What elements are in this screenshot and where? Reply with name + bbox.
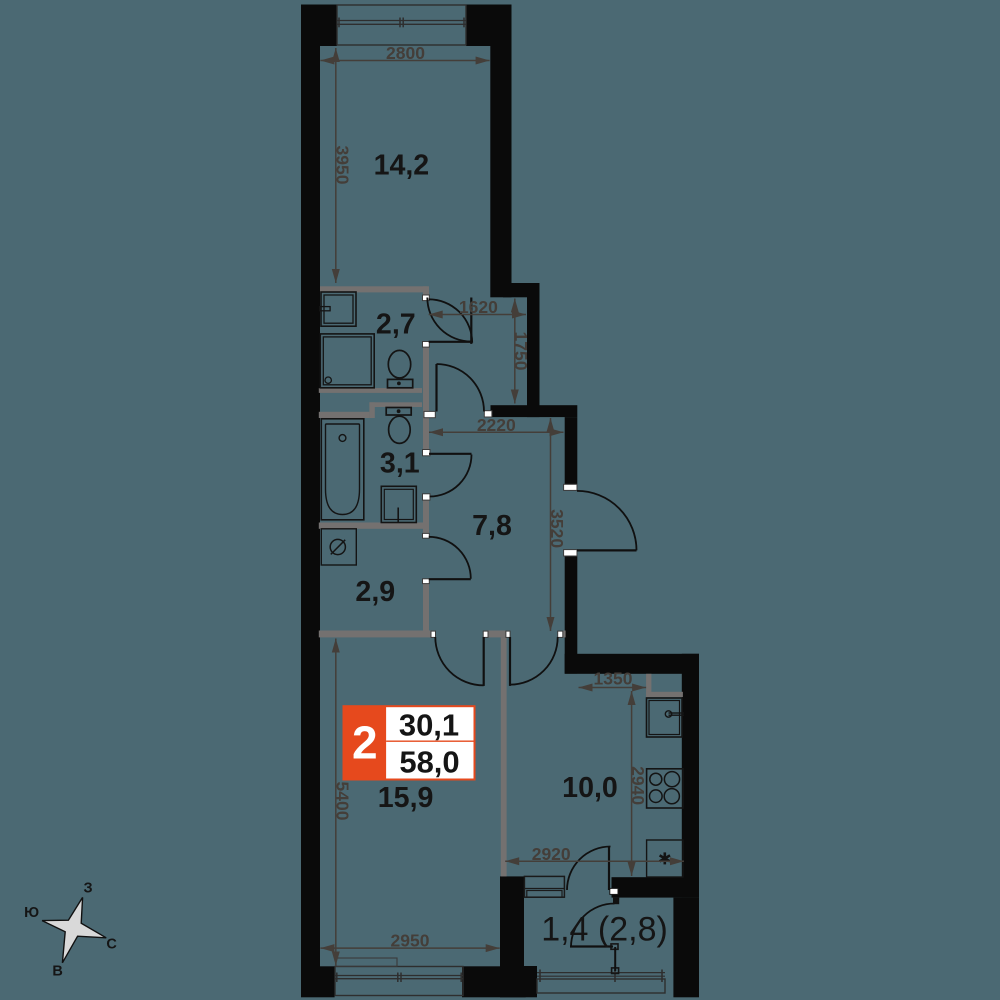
- svg-text:3,1: 3,1: [380, 448, 420, 480]
- svg-text:5400: 5400: [332, 782, 352, 821]
- svg-text:14,2: 14,2: [374, 150, 430, 182]
- svg-text:1,4 (2,8): 1,4 (2,8): [541, 911, 668, 949]
- svg-text:2220: 2220: [477, 415, 516, 435]
- svg-text:2,9: 2,9: [355, 576, 395, 608]
- svg-text:3520: 3520: [547, 509, 567, 548]
- svg-text:58,0: 58,0: [399, 745, 459, 780]
- svg-text:2,7: 2,7: [376, 309, 416, 341]
- svg-text:1750: 1750: [511, 332, 531, 371]
- svg-text:С: С: [106, 936, 117, 952]
- svg-text:30,1: 30,1: [399, 707, 459, 742]
- svg-text:2920: 2920: [532, 844, 571, 864]
- svg-text:2: 2: [352, 717, 378, 769]
- svg-text:3950: 3950: [332, 146, 352, 185]
- svg-text:З: З: [83, 880, 92, 896]
- svg-text:2950: 2950: [391, 931, 430, 951]
- svg-text:2800: 2800: [386, 43, 425, 63]
- svg-text:15,9: 15,9: [378, 782, 434, 814]
- svg-text:1620: 1620: [459, 297, 498, 317]
- svg-text:7,8: 7,8: [472, 510, 512, 542]
- svg-text:Ю: Ю: [24, 905, 39, 921]
- svg-text:10,0: 10,0: [562, 772, 618, 804]
- svg-text:1350: 1350: [594, 669, 633, 689]
- svg-text:2940: 2940: [628, 766, 648, 805]
- svg-text:В: В: [52, 964, 62, 980]
